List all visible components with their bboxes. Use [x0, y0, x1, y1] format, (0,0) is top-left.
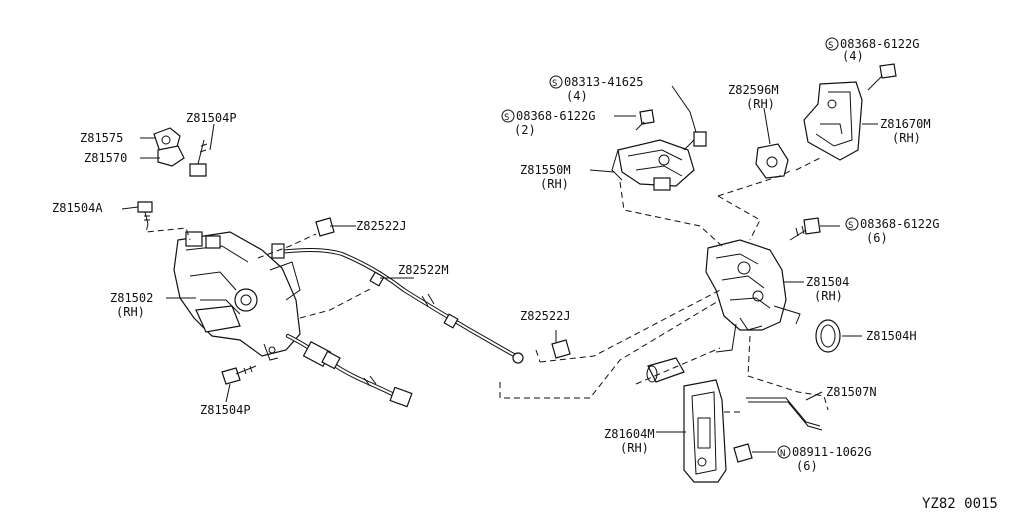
clip-z81570 — [157, 145, 185, 167]
label-z81604m: Z81604M — [604, 427, 655, 441]
label-bolt-08368-b: 08368-6122G — [840, 37, 919, 51]
label-z82522m: Z82522M — [398, 263, 449, 277]
leader-lines-left — [121, 123, 557, 403]
clip-z82522j-top — [315, 217, 346, 237]
svg-text:S: S — [504, 113, 509, 123]
lock-cylinder — [646, 357, 685, 383]
label-z81502: Z81502 — [110, 291, 153, 305]
label-z82596m: Z82596M — [728, 83, 779, 97]
handle-z81550m — [611, 139, 695, 191]
actuator-harness — [286, 334, 413, 408]
label-z81504: Z81504 — [806, 275, 849, 289]
screw-symbol-08368-a: S — [501, 109, 515, 123]
screw-z81504p-top — [189, 139, 208, 177]
screw-z81504p-bottom — [221, 365, 257, 385]
screw-08368-b — [867, 63, 897, 91]
svg-text:S: S — [552, 79, 557, 89]
clip-z81575 — [153, 127, 181, 153]
screw-08368-c — [789, 217, 821, 241]
handle-z81670m — [803, 81, 863, 161]
leader-lines-right — [499, 85, 878, 453]
label-bolt-08313-qty: (4) — [566, 89, 588, 103]
label-z81504p-top: Z81504P — [186, 111, 237, 125]
label-bolt-08368-a-qty: (2) — [514, 123, 536, 137]
label-z81504p-bottom: Z81504P — [200, 403, 251, 417]
label-z81550m-rh: (RH) — [540, 177, 569, 191]
rod-z81507n — [746, 397, 823, 431]
svg-text:N: N — [780, 449, 785, 459]
actuator-assembly — [173, 231, 301, 361]
label-z81670m: Z81670M — [880, 117, 931, 131]
nut-symbol-08911: N — [777, 445, 791, 459]
svg-text:S: S — [828, 41, 833, 51]
label-z81507n: Z81507N — [826, 385, 877, 399]
label-bolt-08368-c: 08368-6122G — [860, 217, 939, 231]
label-z81502-rh: (RH) — [116, 305, 145, 319]
clip-z82522j-bottom — [551, 339, 571, 359]
label-z81670m-rh: (RH) — [892, 131, 921, 145]
label-z81504a: Z81504A — [52, 201, 103, 215]
label-bolt-08313: 08313-41625 — [564, 75, 643, 89]
label-nut-08911: 08911-1062G — [792, 445, 871, 459]
label-z81504-rh: (RH) — [814, 289, 843, 303]
label-z82596m-rh: (RH) — [746, 97, 775, 111]
screw-08313 — [683, 131, 707, 151]
screw-z81504a — [137, 201, 191, 241]
label-z81504h: Z81504H — [866, 329, 917, 343]
striker-z81604m — [683, 379, 727, 483]
screw-symbol-08368-c: S — [845, 217, 859, 231]
label-z81570: Z81570 — [84, 151, 127, 165]
bracket-z82596m — [755, 107, 789, 179]
screw-symbol-08368-b: S — [825, 37, 839, 51]
svg-text:S: S — [848, 221, 853, 231]
label-z81575: Z81575 — [80, 131, 123, 145]
label-nut-08911-qty: (6) — [796, 459, 818, 473]
screw-08368-a — [635, 109, 655, 131]
label-z81604m-rh: (RH) — [620, 441, 649, 455]
label-z82522j-bottom: Z82522J — [520, 309, 571, 323]
lock-z81504 — [705, 239, 801, 353]
label-bolt-08368-a: 08368-6122G — [516, 109, 595, 123]
remote-cable — [271, 243, 524, 364]
label-bolt-08368-b-qty: (4) — [842, 49, 864, 63]
reference-code: YZ82 0015 — [922, 496, 998, 512]
nut-08911 — [733, 443, 753, 463]
grommet-z81504h — [815, 319, 841, 353]
label-bolt-08368-c-qty: (6) — [866, 231, 888, 245]
label-z81550m: Z81550M — [520, 163, 571, 177]
screw-symbol-08313: S — [549, 75, 563, 89]
label-z82522j-top: Z82522J — [356, 219, 407, 233]
